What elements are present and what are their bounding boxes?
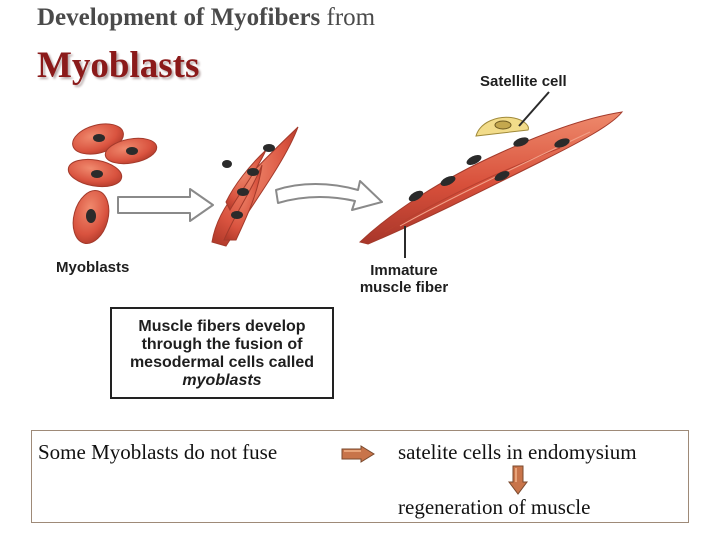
arrow-right-icon <box>117 188 214 222</box>
note-line-3: mesodermal cells called <box>129 354 315 371</box>
note-line-2: through the fusion of <box>141 336 303 353</box>
satellite-cell-label: Satellite cell <box>480 73 567 90</box>
myoblast-cell <box>67 158 123 188</box>
arrow-right-icon <box>341 445 375 463</box>
fusing-myoblasts <box>211 126 299 247</box>
arrow-down-icon <box>508 465 528 495</box>
myoblasts-label: Myoblasts <box>56 259 130 276</box>
title-line-1: Development of Myofibers from <box>37 4 375 32</box>
note-line-1: Muscle fibers develop <box>138 318 306 335</box>
satellite-cells-text: satelite cells in endomysium <box>398 440 637 464</box>
unfused-myoblasts-text: Some Myoblasts do not fuse <box>38 440 278 464</box>
immature-label-line-2: muscle fiber <box>359 279 449 296</box>
immature-label-line-1: Immature <box>370 262 438 279</box>
satellite-cell <box>475 116 529 137</box>
fusion-note-box: Muscle fibers develop through the fusion… <box>110 307 334 399</box>
title-bold-part: Development of Myofibers <box>37 4 321 31</box>
myoblast-cell <box>104 137 158 165</box>
regeneration-text: regeneration of muscle <box>398 495 591 519</box>
immature-fiber-label: Immature muscle fiber <box>351 262 457 296</box>
title-normal-part: from <box>326 4 376 31</box>
immature-muscle-fiber <box>358 111 624 245</box>
note-line-4: myoblasts <box>182 372 262 389</box>
myoblast-cell <box>72 190 110 244</box>
summary-box: Some Myoblasts do not fuse satelite cell… <box>31 430 689 523</box>
arrow-right-icon <box>275 180 383 211</box>
title-line-2: Myoblasts <box>37 45 200 86</box>
myofiber-illustration <box>67 91 624 258</box>
satellite-pointer-line <box>518 91 550 127</box>
